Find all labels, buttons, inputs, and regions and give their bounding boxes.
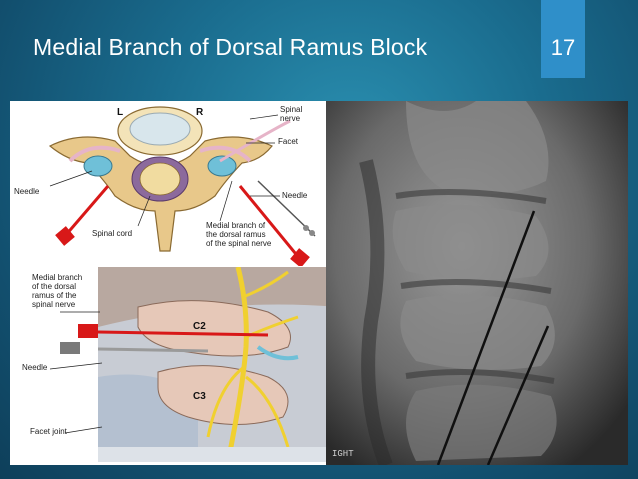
vertebra-cross-section-illustration: L R Spinal nerve Facet Needle Needle Spi… [10,101,320,268]
needle-left-label: Needle [14,187,40,196]
page-number-badge: 17 [541,0,585,78]
facet-joint-label: Facet joint [30,427,67,436]
spinal-cord-label: Spinal cord [92,229,133,238]
left-label: L [117,107,124,118]
xray-watermark: IGHT [332,449,354,459]
page-number: 17 [550,35,576,60]
cervical-labels: Medial branch of the dorsal ramus of the… [10,267,105,462]
xray-drawing [326,101,628,465]
facet-label: Facet [278,137,299,146]
cervical-labels-drawing [49,311,103,434]
needle-bottom-label: Needle [22,363,48,372]
medial-branch-top-label: Medial branch of the dorsal ramus of the… [206,221,272,248]
needle-right-label: Needle [282,191,308,200]
slide-title: Medial Branch of Dorsal Ramus Block [33,34,428,60]
spinal-nerve-label: Spinal nerve [280,105,303,123]
c3-label: C3 [193,391,206,402]
vertebra-drawing [48,106,316,268]
cervical-lateral-illustration: C2 C3 [97,266,338,463]
medial-branch-bottom-label: Medial branch of the dorsal ramus of the… [32,273,83,309]
cervical-drawing [97,266,338,463]
c2-label: C2 [193,321,206,332]
fluoroscopy-xray-image: IGHT [326,101,628,465]
right-label: R [196,107,204,118]
figure-panel: L R Spinal nerve Facet Needle Needle Spi… [10,101,628,465]
